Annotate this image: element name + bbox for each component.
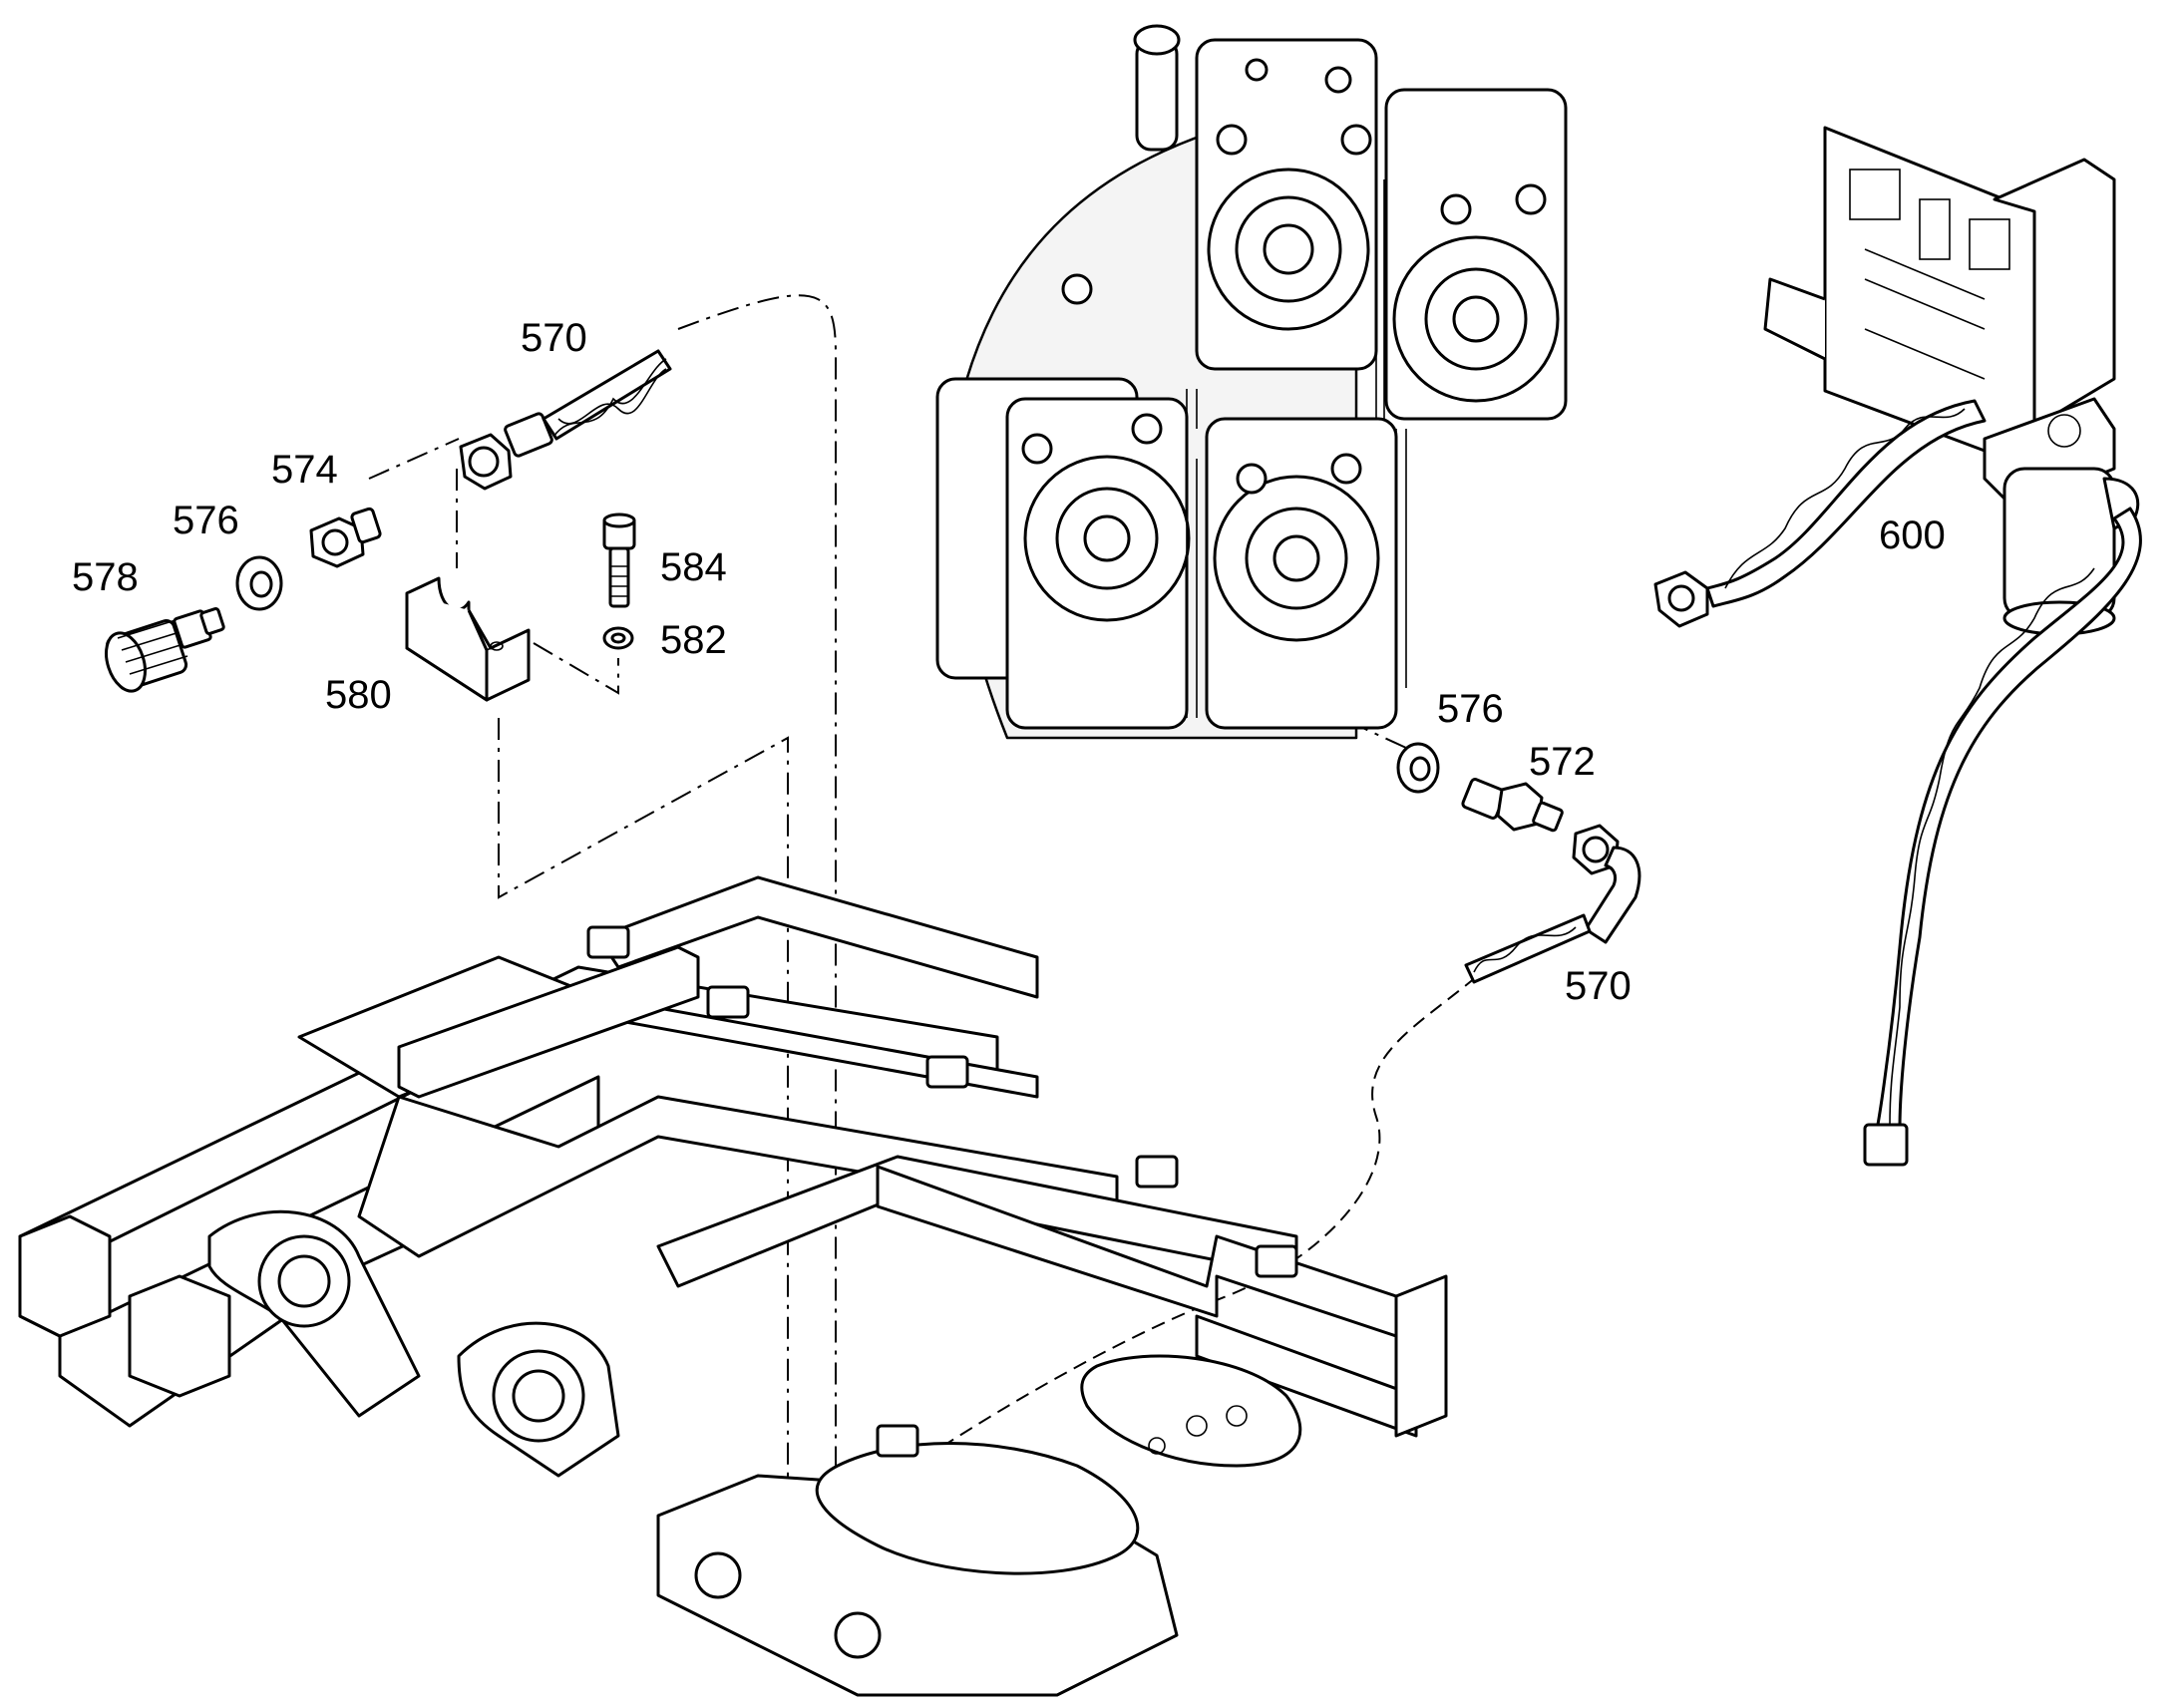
part-572-adapter [1461,778,1564,833]
undercarriage-frame [18,875,1448,1697]
part-labels: 570 574 576 578 584 582 580 576 572 570 … [72,316,1946,1008]
part-576-washer-right [1396,742,1440,794]
part-576-washer-left [235,555,283,611]
part-584-bolt [602,512,636,608]
label-574: 574 [271,448,338,492]
label-572: 572 [1529,740,1596,784]
label-584: 584 [660,545,727,589]
part-578-fitting [105,607,225,693]
part-582-washer [602,626,634,650]
label-576-right: 576 [1437,687,1504,731]
gearbox-assembly [935,24,1568,740]
label-582: 582 [660,618,727,662]
part-600-filter-assembly [1653,126,2142,1167]
label-580: 580 [325,673,392,717]
label-578: 578 [72,555,139,599]
part-570-hose-top [459,349,672,491]
label-570-right: 570 [1565,964,1632,1008]
part-574-nut [309,507,382,568]
part-580-bracket [405,576,531,702]
label-576-left: 576 [173,499,239,542]
label-600: 600 [1879,513,1946,557]
label-570-top: 570 [521,316,587,360]
part-570-hose-right [1464,824,1641,984]
